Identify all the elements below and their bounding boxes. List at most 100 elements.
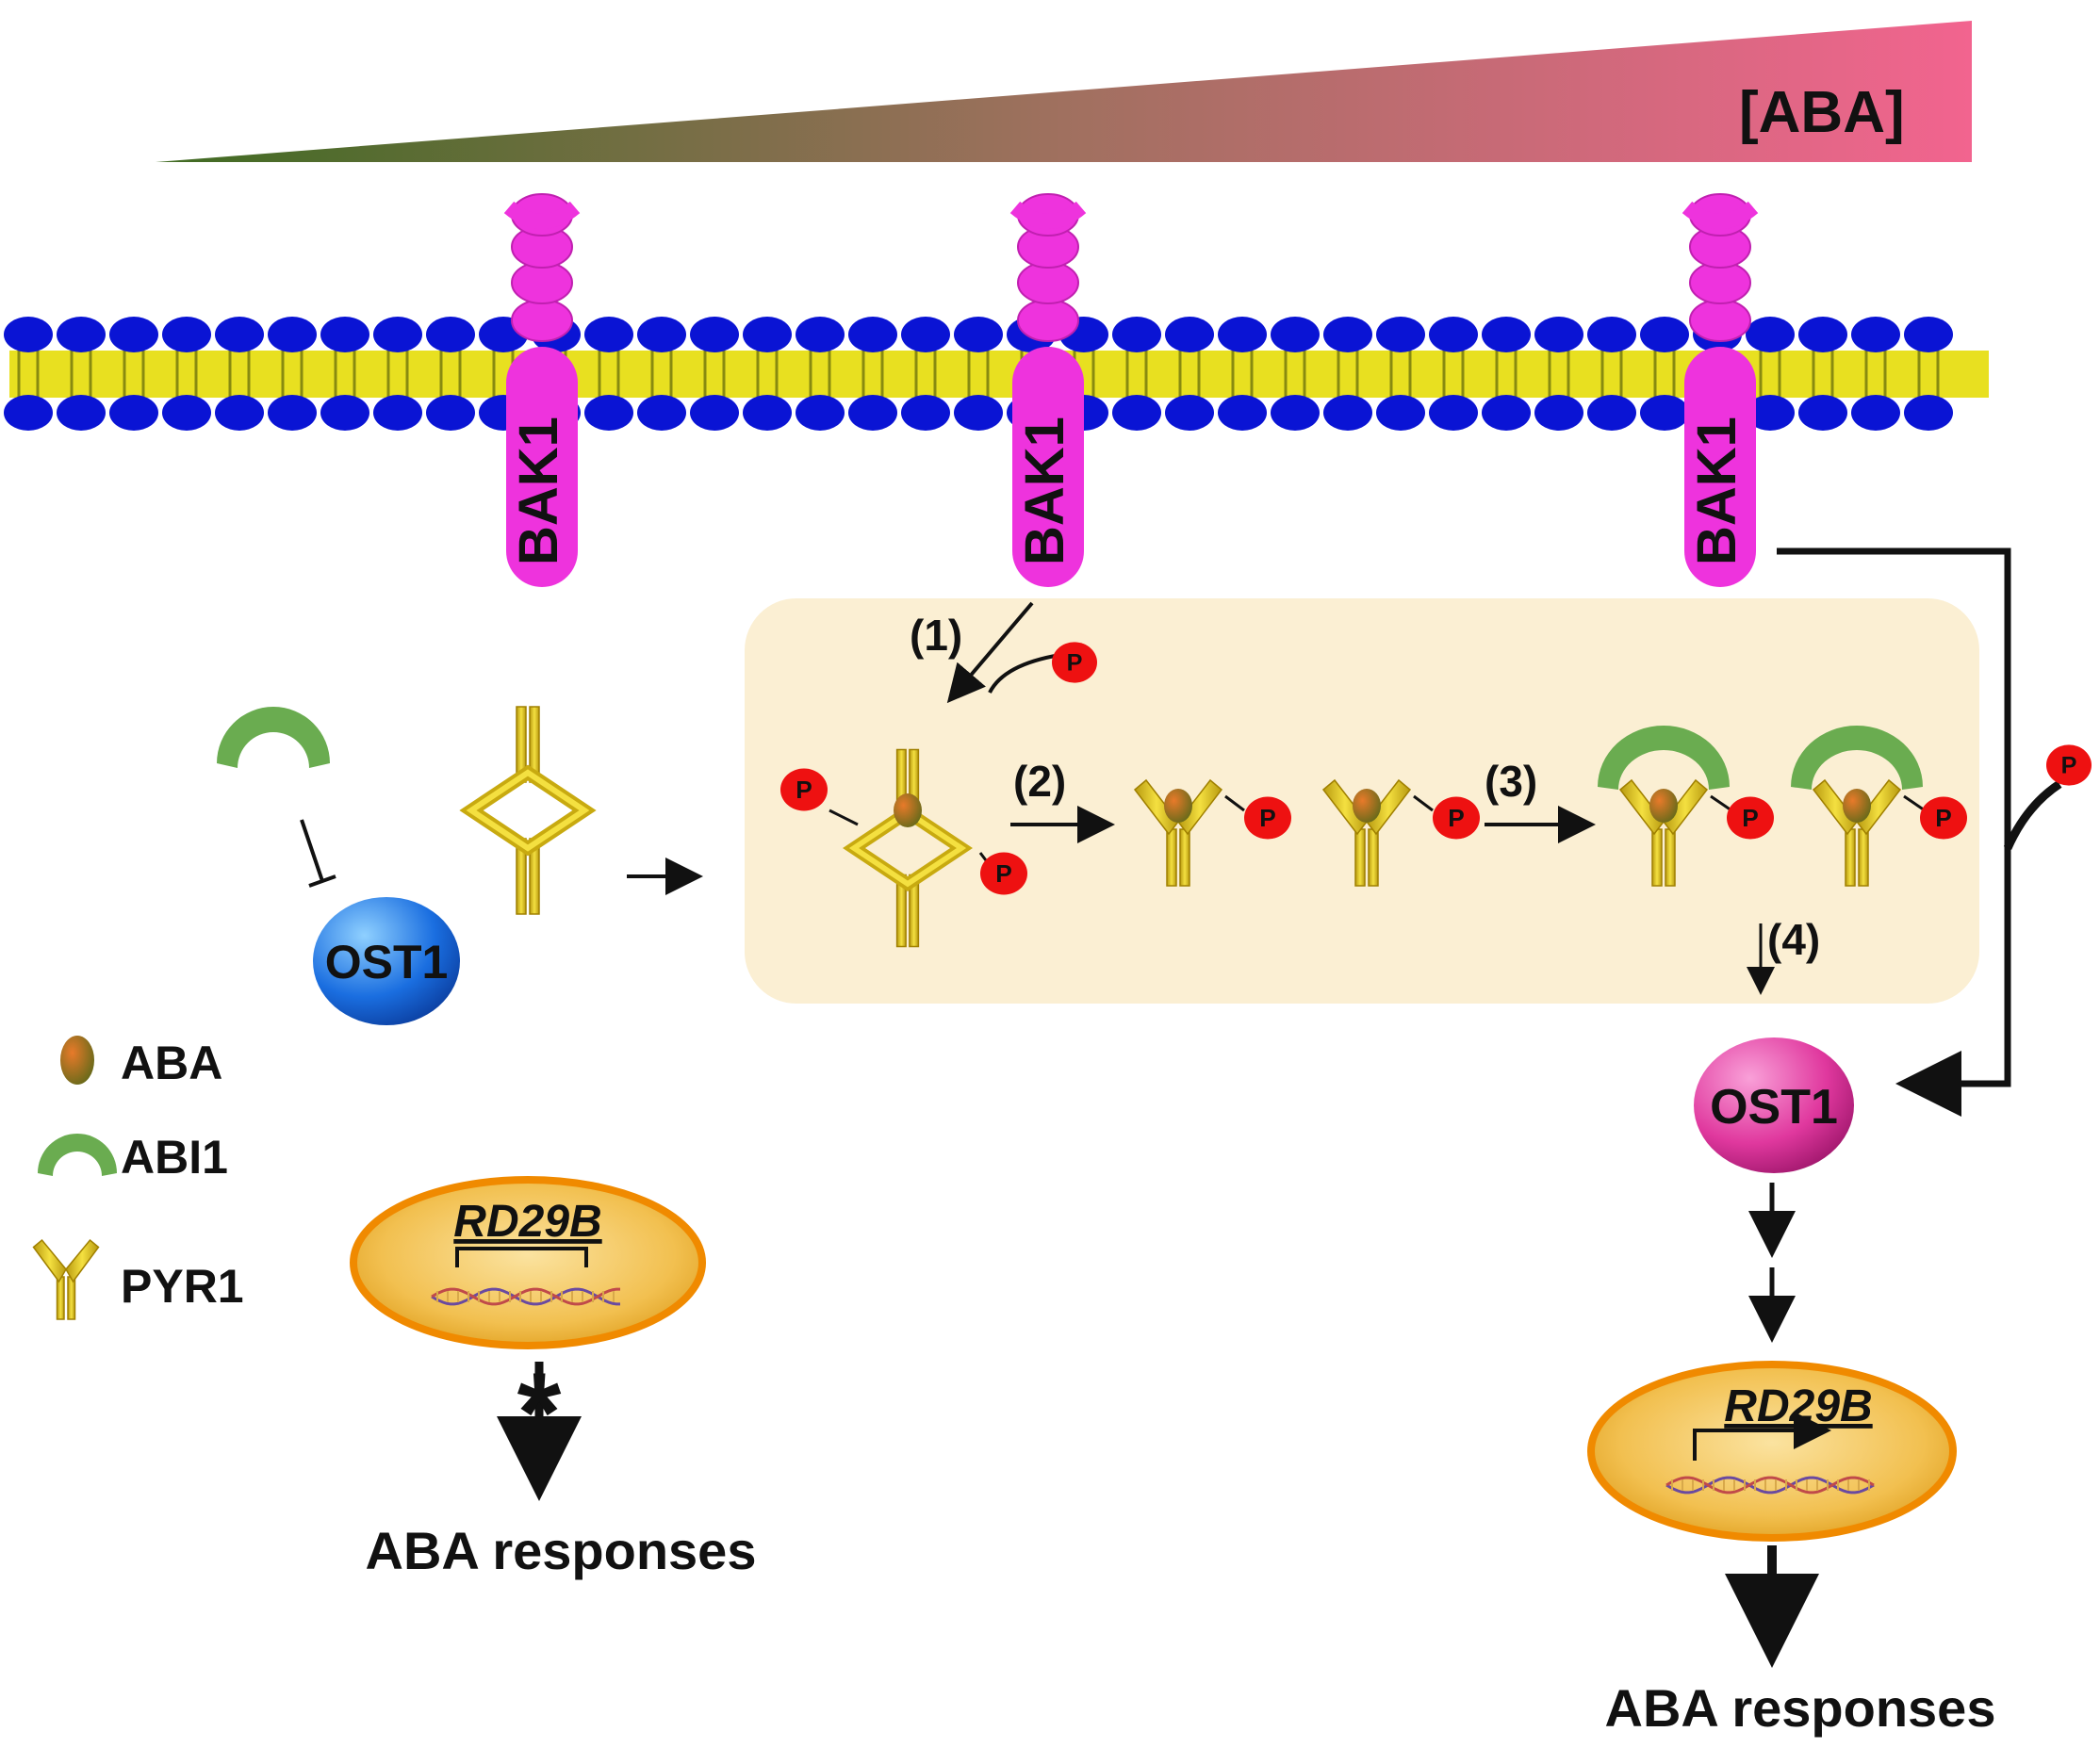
step2-label: (2) (1013, 757, 1066, 806)
lipid-head (1587, 395, 1636, 431)
lipid-head (1851, 317, 1900, 352)
lipid-head (954, 317, 1003, 352)
lipid-head (1376, 317, 1425, 352)
pyr1-stem (1858, 828, 1869, 887)
pyr1-arm (1321, 778, 1368, 836)
step1-arrow (946, 601, 1034, 704)
abi1-icon (217, 707, 330, 768)
phospho-circle (1244, 796, 1291, 840)
legend-aba-icon (60, 1036, 94, 1085)
phospho-bond (1224, 794, 1245, 812)
lipid-head (1798, 317, 1847, 352)
phospho-label: P (796, 776, 812, 804)
lipid-head (743, 317, 792, 352)
lipid-head (1482, 317, 1531, 352)
phospho-circle (1727, 796, 1774, 840)
inhibition-bar (308, 874, 336, 888)
lipid-head (57, 317, 106, 352)
lipid-head (1218, 395, 1267, 431)
phospho-group: P (1052, 642, 1097, 683)
phospho-group: P (1244, 796, 1291, 840)
step3-label: (3) (1485, 757, 1537, 806)
phospho-circle (980, 852, 1027, 895)
gene-label-left: RD29B (453, 1197, 601, 1247)
dna-strand (431, 1287, 620, 1306)
step4-label: (4) (1767, 915, 1820, 964)
pyr1-arm (1812, 778, 1858, 836)
response-label-left: ABA responses (366, 1521, 757, 1580)
lipid-head (1640, 317, 1689, 352)
pyr1-monomer (1618, 778, 1709, 887)
aba-ligand (1353, 789, 1381, 823)
lipid-head (1165, 395, 1214, 431)
pyr1-stem (67, 1276, 76, 1320)
legend-pyr1-icon (32, 1238, 100, 1320)
pyr1-arm (1133, 778, 1179, 836)
bak1-receptor: BAK1 (1009, 193, 1087, 587)
phospho-label: P (1448, 804, 1465, 832)
promoter-bracket-left (455, 1247, 588, 1267)
legend-pyr1-label: PYR1 (121, 1260, 244, 1313)
phospho-group: P (1433, 796, 1480, 840)
inhibition-line (300, 819, 324, 882)
abi1-bound (1791, 726, 1923, 790)
dimer-diamond (459, 764, 597, 857)
lipid-head (57, 395, 106, 431)
lipid-head (109, 317, 158, 352)
pyr1-arm (1366, 778, 1412, 836)
phospho-label: P (1742, 804, 1759, 832)
pyr1-arm (1856, 778, 1902, 836)
lipid-head (1112, 317, 1161, 352)
lipid-head (1376, 395, 1425, 431)
lipid-head (848, 395, 897, 431)
aba-gradient-wedge (156, 21, 1972, 162)
pyr1-monomer (1321, 778, 1412, 887)
bak1-lrr-domain (1689, 299, 1751, 342)
lipid-head (1112, 395, 1161, 431)
dimer-diamond-highlight (848, 809, 967, 888)
lipid-head (743, 395, 792, 431)
aba-ligand (1164, 789, 1192, 823)
side-phospho-branch (2003, 780, 2062, 850)
lipid-head (4, 317, 53, 352)
block-asterisk: * (517, 1349, 562, 1476)
dna-strand (1665, 1476, 1875, 1495)
lipid-head (901, 317, 950, 352)
lipid-head (796, 395, 845, 431)
response-label-right: ABA responses (1605, 1678, 1996, 1738)
lipid-head (109, 395, 158, 431)
pyr1-abi1-complex: P (1598, 726, 1774, 887)
lipid-head (1165, 317, 1214, 352)
phospho-circle (780, 768, 828, 811)
lipid-head (268, 317, 317, 352)
legend-abi1-icon (38, 1134, 117, 1176)
phospho-circle (2046, 744, 2092, 786)
pyr1-stem (1651, 828, 1663, 887)
lipid-head (1534, 317, 1583, 352)
nucleus-right (1587, 1361, 1957, 1542)
phospho-circle (1052, 642, 1097, 683)
phospho-bond (1710, 794, 1732, 812)
lipid-head (1323, 395, 1372, 431)
lipid-head (1851, 395, 1900, 431)
phospho-group: P (780, 768, 828, 811)
lipid-head (373, 317, 422, 352)
lipid-head (320, 317, 369, 352)
phospho-label: P (1259, 804, 1276, 832)
lipid-head (215, 317, 264, 352)
pyr1-arm (1618, 778, 1665, 836)
bak1-ectodomain-tip (503, 201, 581, 229)
aba-gradient-label: [ABA] (1739, 80, 1905, 145)
lipid-head (1271, 317, 1320, 352)
pyr1-arm (1663, 778, 1709, 836)
lipid-head (901, 395, 950, 431)
step1-label: (1) (910, 611, 962, 660)
phospho-dimer (843, 748, 973, 948)
phospho-circle (1433, 796, 1480, 840)
aba-ligand (894, 793, 922, 827)
lipid-head (637, 395, 686, 431)
phospho-label: P (995, 859, 1012, 888)
transcription-arrow (1693, 1412, 1831, 1461)
pyr1-stem (1179, 828, 1190, 887)
lipid-head (584, 395, 633, 431)
